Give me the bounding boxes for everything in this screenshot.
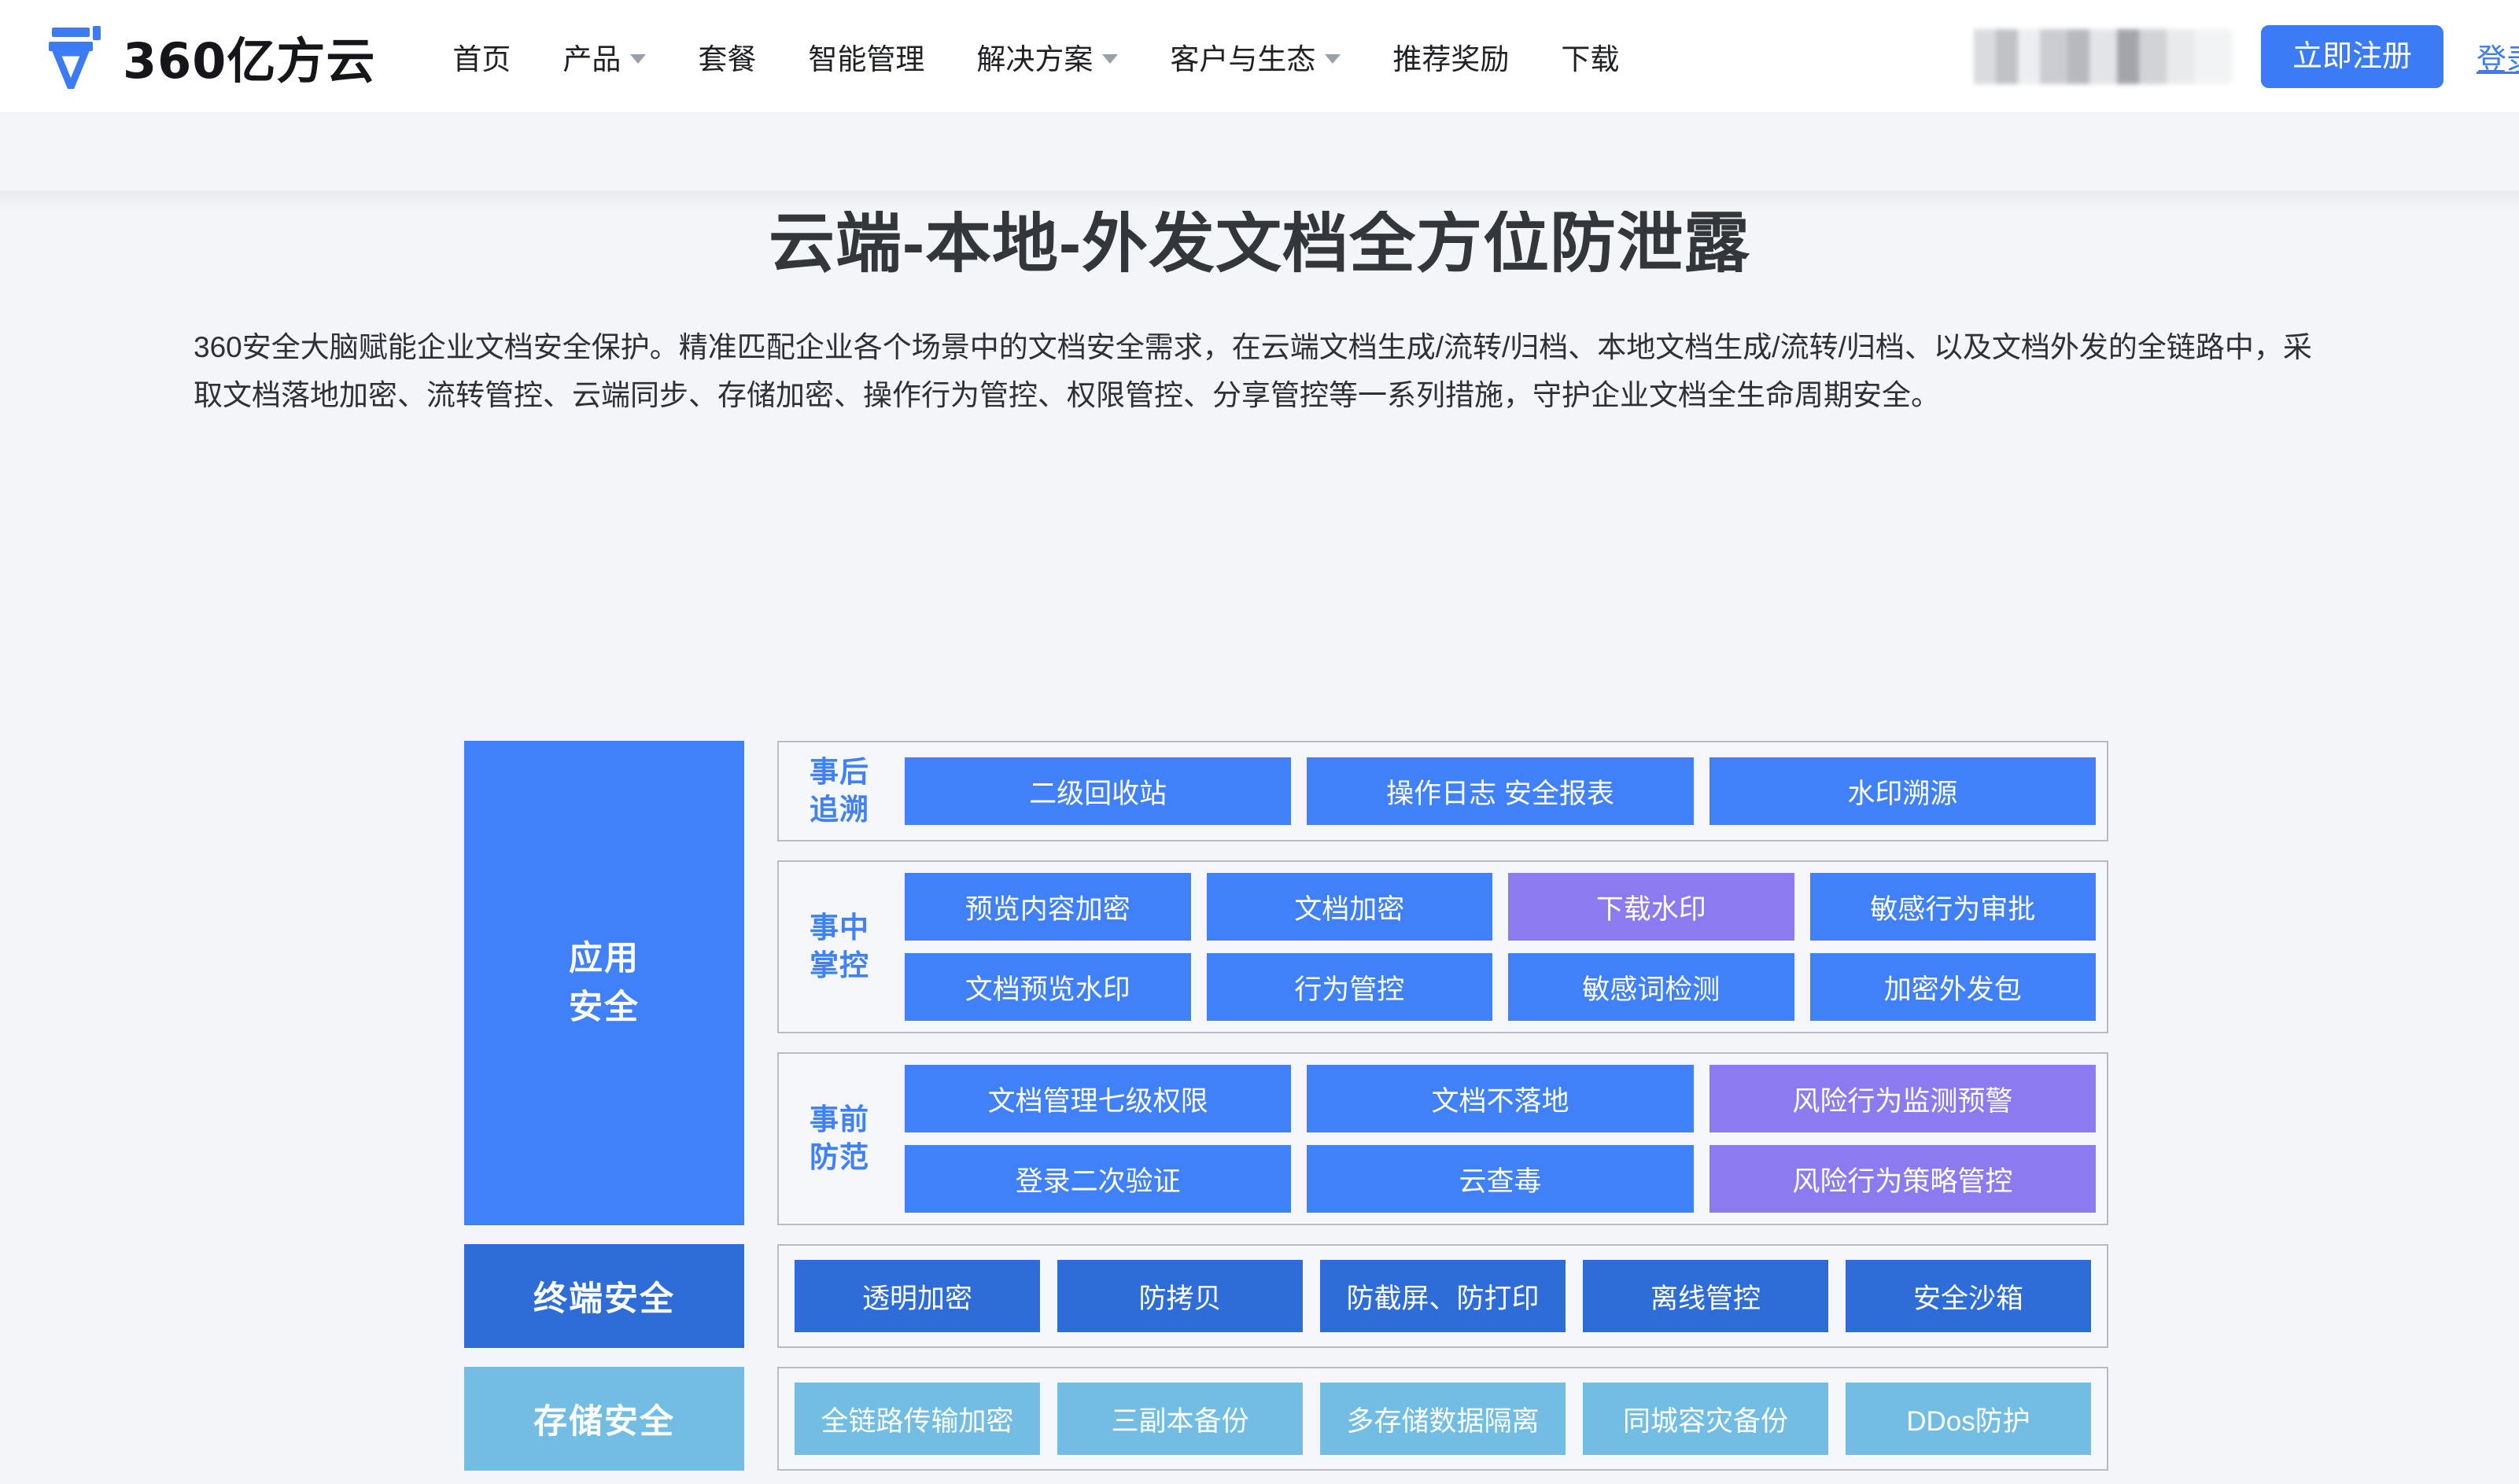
nav-item-packages[interactable]: 套餐 <box>698 35 756 78</box>
tile-sensitive-word-detection[interactable]: 敏感词检测 <box>1508 953 1794 1022</box>
nav-label: 智能管理 <box>808 42 925 75</box>
tile-risk-behavior-monitoring-alert[interactable]: 风险行为监测预警 <box>1709 1065 2096 1133</box>
page-body: 云端-本地-外发文档全方位防泄露 360安全大脑赋能企业文档安全保护。精准匹配企… <box>0 190 2519 1484</box>
tile-document-encryption[interactable]: 文档加密 <box>1206 873 1492 941</box>
tile-login-two-factor-auth[interactable]: 登录二次验证 <box>905 1145 1292 1213</box>
group-in-progress-control: 事中 掌控 预览内容加密 文档加密 下载水印 敏感行为审批 文档预览水印 行为管… <box>777 860 2108 1034</box>
nav-label: 下载 <box>1561 42 1620 75</box>
nav-item-download[interactable]: 下载 <box>1561 35 1619 78</box>
tile-row: 二级回收站 操作日志 安全报表 水印溯源 <box>905 757 2096 826</box>
nav-item-home[interactable]: 首页 <box>452 35 511 78</box>
tile-risk-behavior-policy-control[interactable]: 风险行为策略管控 <box>1709 1145 2096 1213</box>
group-label-line2: 掌控 <box>810 949 869 982</box>
tile-cloud-antivirus[interactable]: 云查毒 <box>1307 1145 1694 1213</box>
tile-row: 登录二次验证 云查毒 风险行为策略管控 <box>905 1145 2096 1213</box>
nav-item-products[interactable]: 产品 <box>562 35 647 78</box>
group-label-line1: 事前 <box>810 1103 869 1136</box>
nav-label: 套餐 <box>698 42 757 75</box>
nav-item-smart-management[interactable]: 智能管理 <box>808 35 924 78</box>
group-rows: 二级回收站 操作日志 安全报表 水印溯源 <box>905 757 2096 826</box>
terminal-security-row: 终端安全 透明加密 防拷贝 防截屏、防打印 离线管控 安全沙箱 <box>464 1244 2108 1349</box>
chevron-down-icon <box>1325 53 1341 64</box>
tile-document-preview-watermark[interactable]: 文档预览水印 <box>905 953 1191 1022</box>
storage-security-row: 存储安全 全链路传输加密 三副本备份 多存储数据隔离 同城容灾备份 DDos防护 <box>464 1367 2108 1471</box>
login-link[interactable]: 登录 <box>2476 43 2519 77</box>
tile-watermark-tracing[interactable]: 水印溯源 <box>1709 757 2096 826</box>
storage-security-label: 存储安全 <box>464 1367 744 1471</box>
terminal-security-tiles: 透明加密 防拷贝 防截屏、防打印 离线管控 安全沙箱 <box>777 1244 2108 1349</box>
nav-label: 推荐奖励 <box>1392 42 1510 75</box>
group-pre-incident-prevention: 事前 防范 文档管理七级权限 文档不落地 风险行为监测预警 登录二次验证 云查毒… <box>777 1052 2108 1226</box>
tile-same-city-disaster-backup[interactable]: 同城容灾备份 <box>1583 1383 1828 1456</box>
application-security-groups: 事后 追溯 二级回收站 操作日志 安全报表 水印溯源 事中 <box>777 741 2108 1226</box>
top-shadow-gradient <box>0 190 2519 211</box>
tile-behavior-control[interactable]: 行为管控 <box>1206 953 1492 1022</box>
brand-logo[interactable]: 360亿方云 <box>47 21 375 92</box>
site-header: 360亿方云 首页 产品 套餐 智能管理 解决方案 客户与生态 <box>0 0 2519 113</box>
app-label-line1: 应用 <box>569 939 640 978</box>
storage-security-tiles: 全链路传输加密 三副本备份 多存储数据隔离 同城容灾备份 DDos防护 <box>777 1367 2108 1471</box>
header-actions: 立即注册 登录 <box>1957 0 2519 113</box>
group-rows: 预览内容加密 文档加密 下载水印 敏感行为审批 文档预览水印 行为管控 敏感词检… <box>905 873 2096 1022</box>
tile-anti-copy[interactable]: 防拷贝 <box>1057 1260 1303 1333</box>
group-label-line2: 追溯 <box>810 794 869 827</box>
main-nav: 首页 产品 套餐 智能管理 解决方案 客户与生态 推荐奖励 <box>452 35 1619 78</box>
nav-label: 产品 <box>562 42 621 75</box>
group-rows: 文档管理七级权限 文档不落地 风险行为监测预警 登录二次验证 云查毒 风险行为策… <box>905 1065 2096 1213</box>
tile-row: 文档管理七级权限 文档不落地 风险行为监测预警 <box>905 1065 2096 1133</box>
security-architecture-diagram: 应用 安全 事后 追溯 二级回收站 操作日志 安全报表 水印溯源 <box>464 741 2108 1471</box>
tile-anti-screenshot-anti-print[interactable]: 防截屏、防打印 <box>1320 1260 1566 1333</box>
nav-item-customers-ecosystem[interactable]: 客户与生态 <box>1170 35 1341 78</box>
application-security-label: 应用 安全 <box>464 741 744 1226</box>
tile-encrypted-outbound-package[interactable]: 加密外发包 <box>1809 953 2096 1022</box>
tile-transparent-encryption[interactable]: 透明加密 <box>795 1260 1040 1333</box>
page-title: 云端-本地-外发文档全方位防泄露 <box>769 206 1750 280</box>
tile-triple-replica-backup[interactable]: 三副本备份 <box>1057 1383 1303 1456</box>
tile-ddos-protection[interactable]: DDos防护 <box>1846 1383 2091 1456</box>
tile-offline-control[interactable]: 离线管控 <box>1583 1260 1828 1333</box>
header-inner: 360亿方云 首页 产品 套餐 智能管理 解决方案 客户与生态 <box>0 0 2519 112</box>
chevron-down-icon <box>630 53 647 64</box>
application-security-row: 应用 安全 事后 追溯 二级回收站 操作日志 安全报表 水印溯源 <box>464 741 2108 1226</box>
tile-multi-storage-data-isolation[interactable]: 多存储数据隔离 <box>1320 1383 1566 1456</box>
tile-full-link-transport-encryption[interactable]: 全链路传输加密 <box>795 1383 1040 1456</box>
tile-row: 文档预览水印 行为管控 敏感词检测 加密外发包 <box>905 953 2096 1022</box>
tile-seven-level-permissions[interactable]: 文档管理七级权限 <box>905 1065 1292 1133</box>
nav-label: 解决方案 <box>976 42 1094 75</box>
app-label-line2: 安全 <box>569 989 640 1027</box>
group-label: 事中 掌控 <box>790 909 889 985</box>
nav-item-referral-rewards[interactable]: 推荐奖励 <box>1392 35 1509 78</box>
nav-label: 首页 <box>452 42 511 75</box>
logo-text: 360亿方云 <box>123 31 376 90</box>
tile-preview-content-encryption[interactable]: 预览内容加密 <box>905 873 1191 941</box>
nav-label: 客户与生态 <box>1170 42 1316 75</box>
group-post-incident-tracing: 事后 追溯 二级回收站 操作日志 安全报表 水印溯源 <box>777 741 2108 842</box>
tile-row: 预览内容加密 文档加密 下载水印 敏感行为审批 <box>905 873 2096 941</box>
group-label-line1: 事中 <box>810 911 869 945</box>
group-label: 事前 防范 <box>790 1101 889 1177</box>
page-description: 360安全大脑赋能企业文档安全保护。精准匹配企业各个场景中的文档安全需求，在云端… <box>194 331 2312 412</box>
group-label: 事后 追溯 <box>790 753 889 829</box>
register-button[interactable]: 立即注册 <box>2260 25 2443 88</box>
chevron-down-icon <box>1102 53 1119 64</box>
tile-secondary-recycle-bin[interactable]: 二级回收站 <box>905 757 1292 826</box>
group-label-line2: 防范 <box>810 1141 869 1174</box>
group-label-line1: 事后 <box>810 756 869 788</box>
tile-sensitive-action-approval[interactable]: 敏感行为审批 <box>1809 873 2096 941</box>
nav-item-solutions[interactable]: 解决方案 <box>976 35 1119 78</box>
blurred-account-badge <box>1957 29 2233 84</box>
yifangyun-logo-icon <box>49 25 101 89</box>
tile-operation-log-security-report[interactable]: 操作日志 安全报表 <box>1307 757 1694 826</box>
tile-no-local-document-storage[interactable]: 文档不落地 <box>1307 1065 1694 1133</box>
tile-security-sandbox[interactable]: 安全沙箱 <box>1846 1260 2091 1333</box>
tile-download-watermark[interactable]: 下载水印 <box>1508 873 1794 941</box>
terminal-security-label: 终端安全 <box>464 1244 744 1349</box>
